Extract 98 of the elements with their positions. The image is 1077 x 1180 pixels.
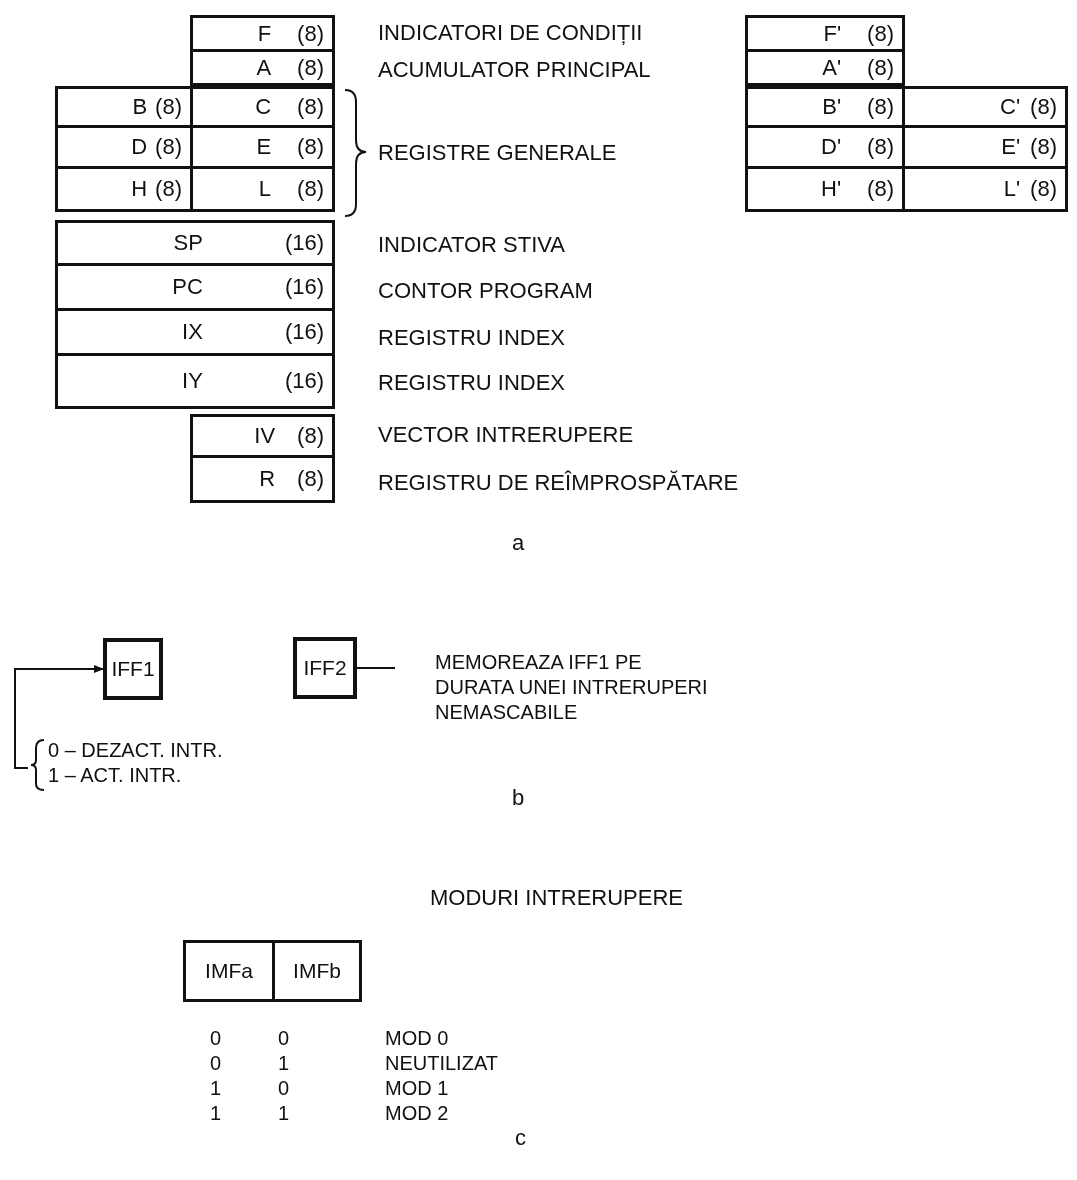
bit-width: (8): [867, 94, 894, 120]
mode-flag-box: [183, 940, 275, 1002]
register-cell: [745, 49, 905, 86]
bit-width: (8): [297, 94, 324, 120]
register-name: H: [131, 176, 148, 202]
register-name: C: [255, 94, 272, 120]
register-description: REGISTRU DE REÎMPROSPĂTARE: [378, 470, 739, 496]
flag-value: 0: [278, 1026, 290, 1051]
bit-width: (16): [284, 274, 324, 300]
register-cell: [190, 166, 335, 212]
flag-value: 0: [278, 1076, 290, 1101]
register-cell: [190, 86, 335, 128]
bit-width: (16): [284, 230, 324, 256]
register-description: REGISTRU INDEX: [378, 325, 566, 351]
register-cell: [55, 263, 335, 311]
mode-name: MOD 2: [385, 1101, 449, 1126]
register-name: F': [823, 20, 842, 47]
bit-width: (8): [297, 54, 324, 81]
register-description: CONTOR PROGRAM: [378, 278, 593, 304]
register-cell: [190, 49, 335, 86]
panel-letter: a: [512, 530, 525, 556]
flag-value: 1: [210, 1101, 222, 1126]
bit-width: (8): [297, 134, 324, 160]
register-name: D: [131, 134, 148, 160]
register-cell: [902, 166, 1068, 212]
bit-width: (8): [867, 176, 894, 202]
bit-width: (8): [867, 20, 894, 47]
bit-width: (8): [155, 176, 182, 202]
register-name: F: [257, 20, 272, 47]
register-description: ACUMULATOR PRINCIPAL: [378, 57, 651, 83]
panel-letter: c: [515, 1125, 526, 1151]
mode-flag-box: [272, 940, 362, 1002]
register-name: L: [258, 176, 272, 202]
bit-width: (8): [297, 176, 324, 202]
bit-width: (8): [297, 466, 324, 492]
mode-name: MOD 1: [385, 1076, 449, 1101]
register-cell: [55, 353, 335, 409]
register-cell: [902, 86, 1068, 128]
arrow: [14, 665, 104, 769]
state-option: 0 – DEZACT. INTR.: [48, 738, 258, 763]
connector-line: [356, 667, 396, 669]
flag-value: 1: [210, 1076, 222, 1101]
bit-width: (8): [1030, 94, 1057, 120]
flag-value: 1: [278, 1051, 290, 1076]
register-name: SP: [173, 230, 203, 256]
flip-flop-box: [103, 638, 163, 700]
register-cell: [55, 86, 193, 128]
description-text: MEMOREAZA IFF1 PE DURATA UNEI INTRERUPERI NEMASCABILE: [435, 650, 709, 725]
register-name: B': [822, 94, 842, 120]
register-cell: [745, 166, 905, 212]
bit-width: (8): [1030, 176, 1057, 202]
flag-value: 0: [210, 1051, 222, 1076]
bit-width: (8): [155, 94, 182, 120]
bit-width: (8): [867, 134, 894, 160]
register-name: E: [256, 134, 272, 160]
register-name: L': [1003, 176, 1021, 202]
register-name: IY: [182, 368, 203, 394]
bit-width: (16): [284, 368, 324, 394]
flag-name: IMFa: [205, 959, 253, 983]
register-name: D': [821, 134, 842, 160]
register-description: REGISTRU INDEX: [378, 370, 566, 396]
flip-flop-box: [293, 637, 357, 699]
register-name: PC: [172, 274, 203, 300]
flag-name: IFF2: [303, 656, 347, 680]
bit-width: (8): [1030, 134, 1057, 160]
panel-letter: b: [512, 785, 525, 811]
bit-width: (8): [155, 134, 182, 160]
bit-width: (16): [284, 319, 324, 345]
register-cell: [190, 455, 335, 503]
flag-value: 0: [210, 1026, 222, 1051]
register-description: REGISTRE GENERALE: [378, 140, 617, 166]
register-name: H': [821, 176, 842, 202]
register-description: VECTOR INTRERUPERE: [378, 422, 634, 448]
register-name: E': [1001, 134, 1021, 160]
flag-name: IFF1: [111, 657, 155, 681]
mode-name: NEUTILIZAT: [385, 1051, 498, 1076]
register-cell: [745, 86, 905, 128]
register-name: C': [1000, 94, 1021, 120]
register-name: IX: [182, 319, 203, 345]
register-cell: [55, 166, 193, 212]
register-cell: [190, 414, 335, 458]
register-cell: [55, 220, 335, 266]
state-option: 1 – ACT. INTR.: [48, 763, 258, 788]
table-heading: MODURI INTRERUPERE: [430, 885, 683, 911]
register-name: IV: [254, 423, 276, 449]
register-name: A: [256, 54, 272, 81]
register-name: A': [822, 54, 842, 81]
bit-width: (8): [297, 423, 324, 449]
bit-width: (8): [297, 20, 324, 47]
register-description: INDICATORI DE CONDIȚII: [378, 20, 643, 46]
register-description: INDICATOR STIVA: [378, 232, 566, 258]
flag-value: 1: [278, 1101, 290, 1126]
register-cell: [55, 308, 335, 356]
register-name: R: [259, 466, 276, 492]
bit-width: (8): [867, 54, 894, 81]
flag-name: IMFb: [293, 959, 341, 983]
mode-name: MOD 0: [385, 1026, 449, 1051]
register-name: B: [132, 94, 148, 120]
